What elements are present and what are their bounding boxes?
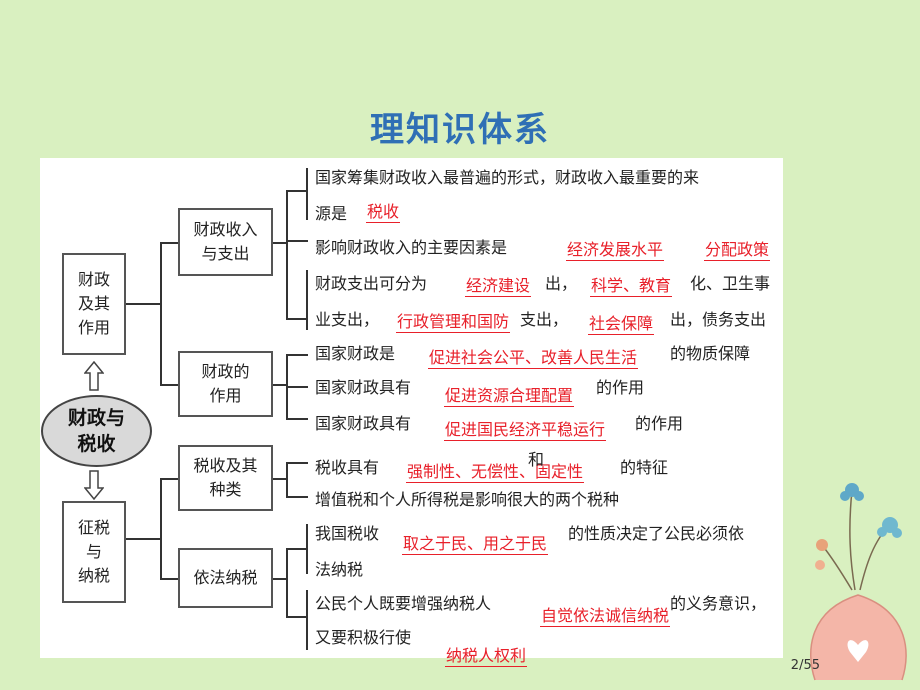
page-title: 理知识体系 xyxy=(370,110,550,150)
page-number: 2/55 xyxy=(790,658,820,673)
item-text: 国家财政是 xyxy=(315,344,396,363)
box-finance-function-line1: 财政的 xyxy=(201,362,250,381)
item-text: 的作用 xyxy=(635,414,684,433)
answer-text: 税收 xyxy=(366,202,401,223)
item-text: 的作用 xyxy=(596,378,645,397)
connector xyxy=(306,168,308,220)
center-node-line1: 财政与 xyxy=(67,407,125,429)
connector xyxy=(273,242,287,244)
answer-text: 自觉依法诚信纳税 xyxy=(540,606,671,627)
box-revenue-expenditure-line1: 财政收入 xyxy=(193,220,258,239)
item-text: 公民个人既要增强纳税人 xyxy=(315,594,492,613)
connector xyxy=(286,462,288,498)
connector xyxy=(160,384,178,386)
answer-text: 经济发展水平 xyxy=(566,240,665,261)
item-text: 法纳税 xyxy=(315,560,364,579)
box-lawful-tax: 依法纳税 xyxy=(178,548,273,608)
item-text: 的义务意识， xyxy=(670,594,767,613)
item-text: 增值税和个人所得税是影响很大的两个税种 xyxy=(315,490,620,509)
answer-text: 行政管理和国防 xyxy=(396,312,511,333)
box-tax-types-line1: 税收及其 xyxy=(193,456,258,475)
connector xyxy=(286,354,308,356)
arrow-down-icon xyxy=(84,470,104,500)
connector xyxy=(286,418,308,420)
connector xyxy=(286,496,308,498)
answer-text: 促进国民经济平稳运行 xyxy=(444,420,607,441)
item-text: 的特征 xyxy=(620,458,669,477)
item-text: 和 xyxy=(528,450,545,469)
connector xyxy=(160,242,178,244)
arrow-up-icon xyxy=(84,361,104,391)
answer-text: 经济建设 xyxy=(465,276,532,297)
item-text: 国家财政具有 xyxy=(315,378,412,397)
box-lawful-tax-line1: 依法纳税 xyxy=(193,568,258,587)
item-text: 财政支出可分为 xyxy=(315,274,428,293)
connector xyxy=(286,616,308,618)
connector xyxy=(273,384,287,386)
box-finance-role: 财政 及其 作用 xyxy=(62,253,126,355)
item-text: 的物质保障 xyxy=(670,344,751,363)
center-node-line2: 税收 xyxy=(77,433,116,455)
connector xyxy=(286,190,288,320)
answer-text: 促进社会公平、改善人民生活 xyxy=(428,348,639,369)
mind-map-panel: 财政 及其 作用 征税 与 纳税 财政与 税收 财政收入 与支出 财政的 作用 … xyxy=(40,158,783,658)
item-text: 出， xyxy=(545,274,578,293)
connector xyxy=(273,578,287,580)
item-text: 化、卫生事 xyxy=(690,274,771,293)
item-text: 源是 xyxy=(315,204,348,223)
item-text: 影响财政收入的主要因素是 xyxy=(315,238,508,257)
item-text: 税收具有 xyxy=(315,458,380,477)
box-tax-payment-line2: 与 xyxy=(85,542,102,561)
box-finance-function: 财政的 作用 xyxy=(178,351,273,417)
item-text: 业支出， xyxy=(315,310,380,329)
box-finance-role-line2: 及其 xyxy=(77,294,110,313)
answer-text: 社会保障 xyxy=(588,314,655,335)
item-text: 出，债务支出 xyxy=(670,310,767,329)
box-tax-payment: 征税 与 纳税 xyxy=(62,501,126,603)
connector xyxy=(286,548,288,618)
box-revenue-expenditure-line2: 与支出 xyxy=(201,244,250,263)
connector xyxy=(306,270,308,330)
connector xyxy=(160,478,162,579)
center-node: 财政与 税收 xyxy=(41,395,152,467)
answer-text: 取之于民、用之于民 xyxy=(402,534,549,555)
answer-text: 科学、教育 xyxy=(590,276,673,297)
flower-decoration-icon xyxy=(810,483,907,681)
box-finance-function-line2: 作用 xyxy=(209,386,242,405)
connector xyxy=(286,386,308,388)
connector xyxy=(126,303,160,305)
answer-text: 促进资源合理配置 xyxy=(444,386,575,407)
item-text: 国家财政具有 xyxy=(315,414,412,433)
box-tax-payment-line3: 纳税 xyxy=(77,566,110,585)
connector xyxy=(306,524,308,574)
box-finance-role-line1: 财政 xyxy=(77,270,110,289)
connector xyxy=(286,240,308,242)
connector xyxy=(273,478,287,480)
item-text: 国家筹集财政收入最普遍的形式，财政收入最重要的来 xyxy=(315,168,700,187)
item-text: 又要积极行使 xyxy=(315,628,412,647)
connector xyxy=(160,242,162,385)
connector xyxy=(286,318,308,320)
connector xyxy=(286,462,308,464)
box-tax-payment-line1: 征税 xyxy=(77,518,110,537)
box-revenue-expenditure: 财政收入 与支出 xyxy=(178,208,273,276)
answer-text: 分配政策 xyxy=(704,240,771,261)
connector xyxy=(286,190,308,192)
item-text: 支出， xyxy=(520,310,569,329)
answer-text: 纳税人权利 xyxy=(445,646,528,667)
item-text: 的性质决定了公民必须依 xyxy=(568,524,745,543)
connector xyxy=(286,548,308,550)
box-finance-role-line3: 作用 xyxy=(77,318,110,337)
connector xyxy=(306,590,308,650)
item-text: 我国税收 xyxy=(315,524,380,543)
connector xyxy=(160,478,178,480)
connector xyxy=(160,578,178,580)
connector xyxy=(126,538,160,540)
answer-text: 强制性、无偿性、固定性 xyxy=(406,462,585,483)
box-tax-types-line2: 种类 xyxy=(209,480,242,499)
box-tax-types: 税收及其 种类 xyxy=(178,445,273,511)
